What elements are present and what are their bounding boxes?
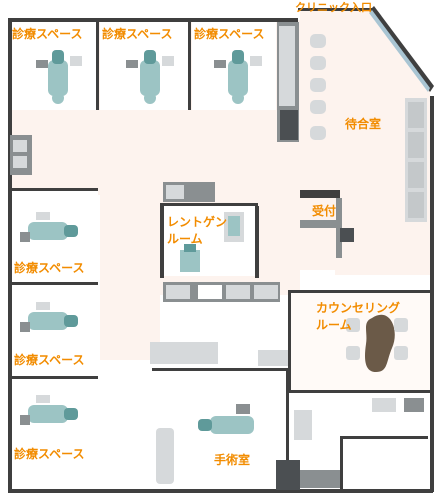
label-entrance: クリニック入口 — [295, 1, 372, 14]
dental-chair-top-1 — [36, 50, 82, 104]
label-treatment-top-1: 診療スペース — [12, 26, 83, 41]
label-treatment-top-2: 診療スペース — [102, 26, 173, 41]
label-counseling-line1: カウンセリング — [316, 300, 400, 315]
label-counseling-line2: ルーム — [316, 318, 352, 332]
dental-chair-left-1 — [20, 212, 78, 242]
corridor-counter — [163, 282, 280, 302]
entrance-glass — [369, 10, 430, 92]
label-xray-line2: ルーム — [167, 232, 203, 246]
dental-chair-left-3 — [20, 395, 78, 425]
label-surgery-room: 手術室 — [214, 452, 250, 467]
lower-right-rooms — [292, 396, 428, 490]
label-xray-line1: レントゲン — [167, 214, 227, 229]
surgery-room — [152, 368, 300, 490]
label-treatment-left-2: 診療スペース — [14, 352, 85, 367]
counseling-floor — [290, 292, 430, 392]
left-treatment-bays — [12, 188, 98, 488]
dental-chair-top-2 — [126, 50, 174, 104]
corridor-fitting-2 — [258, 350, 288, 366]
label-treatment-left-3: 診療スペース — [14, 446, 85, 461]
reception-desk — [300, 190, 354, 258]
waiting-room-floor — [300, 8, 430, 275]
dental-chair-top-3 — [214, 50, 262, 104]
waiting-chairs — [310, 34, 326, 140]
waiting-bench — [405, 98, 427, 222]
outer-walls — [8, 6, 434, 493]
xray-room — [160, 182, 259, 278]
left-sink-unit — [10, 135, 32, 175]
counseling-room — [288, 290, 433, 393]
label-reception: 受付 — [312, 203, 336, 218]
label-waiting-room: 待合室 — [345, 116, 381, 131]
dental-chair-left-2 — [20, 302, 78, 332]
label-treatment-top-3: 診療スペース — [194, 26, 265, 41]
corridor-fitting-1 — [150, 342, 218, 364]
label-treatment-left-1: 診療スペース — [14, 260, 85, 275]
